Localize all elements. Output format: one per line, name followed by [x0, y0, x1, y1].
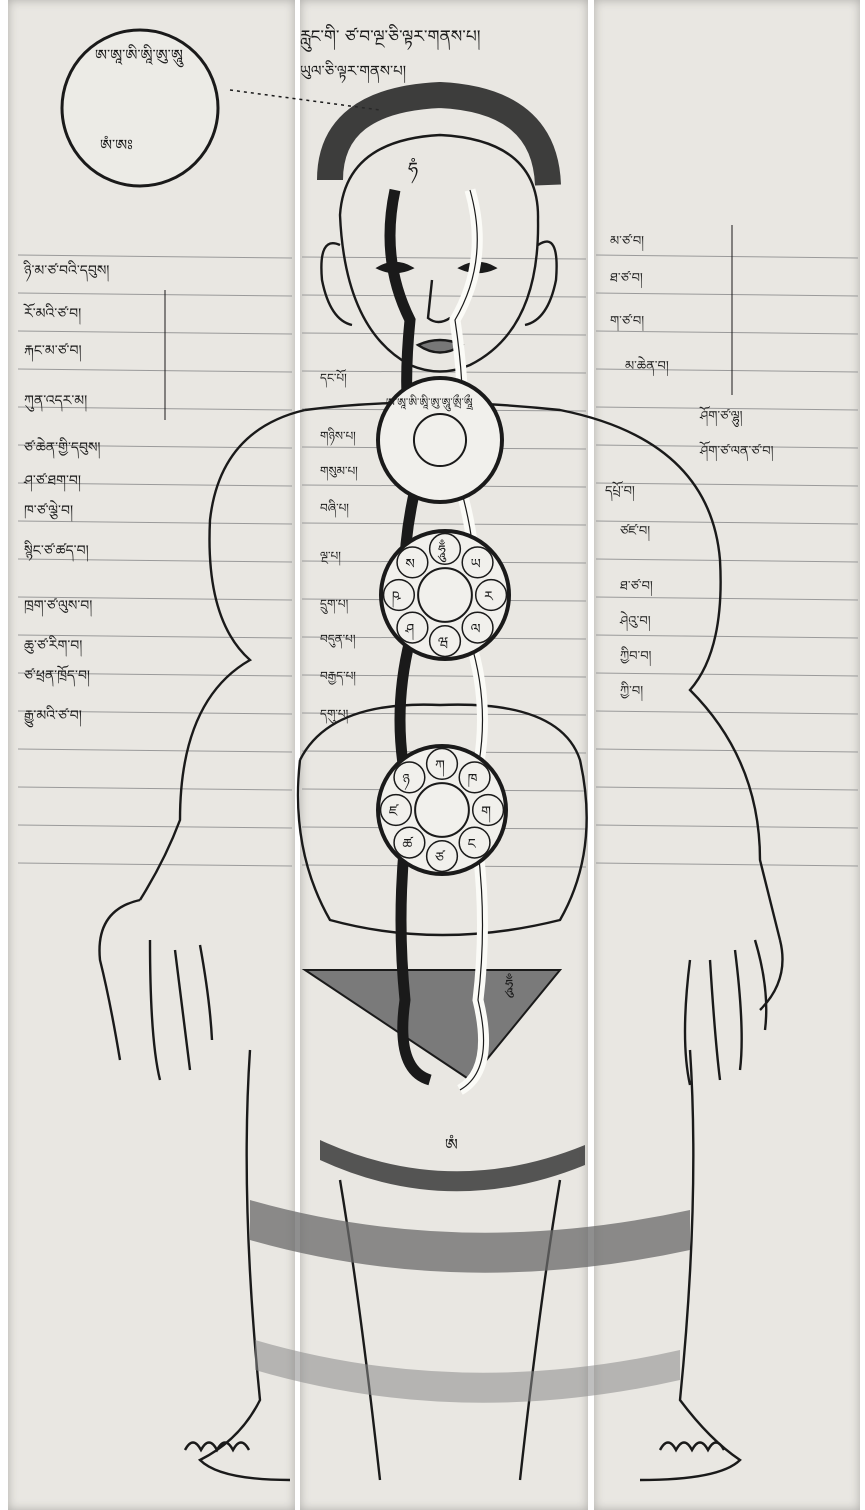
right-row-label: མ་ཙ་བ།	[610, 233, 644, 252]
chakra-wheels: ཨ་ཨཱ་ཨི་ཨཱི་ཨུ་ཨཱུ་ཨྲྀ་ཨཱྲྀཧཱུྃཡརལཝཤཥསཀཁ…	[378, 378, 509, 874]
left-row-label: ཁྲག་ཙ་ལུས་བ།	[24, 598, 92, 617]
left-row-label: རྒྱུ་མའི་ཙ་བ།	[24, 705, 82, 728]
right-row-label: ཀྱི་བ།	[620, 681, 643, 702]
right-row-label: མ་ཆེན་བ།	[625, 356, 669, 377]
center-marker-column: དང་པོ། གཉིས་པ། གསུམ་པ། བཞི་པ། ལྔ་པ། དྲུག་པ། བད…	[320, 369, 358, 724]
chakra-syllable: ས	[405, 556, 414, 572]
header-line-1: རླུང་གི་ ཙ་བ་ལྔ་ཅི་ལྟར་གནས་པ།	[300, 24, 481, 52]
left-row-label: ཆུ་ཙ་རིག་བ།	[24, 635, 82, 657]
center-marker: གཉིས་པ།	[320, 427, 356, 446]
right-row-label: ཤེའུ་བ།	[619, 611, 651, 632]
left-row-label: ཀུན་འདར་མ།	[24, 393, 87, 412]
right-row-label: ཐ་ཙ་བ།	[620, 578, 653, 597]
right-label-table: མ་ཙ་བ། ཐ་ཙ་བ། ག་ཙ་བ། མ་ཆེན་བ། ཤོག་ཙ་ལྷུ། ཤོག་…	[605, 225, 774, 702]
left-row-label: རོ་མའི་ཙ་བ།	[23, 302, 81, 325]
center-marker: དགུ་པ།	[320, 707, 349, 724]
chakra-syllable: ཚ	[402, 837, 413, 853]
shaded-washes	[250, 970, 690, 1403]
center-marker: གསུམ་པ།	[320, 464, 358, 481]
right-row-label: ཤོག་ཙ་ལན་ཙ་བ།	[699, 440, 774, 462]
center-marker: བཞི་པ།	[320, 499, 349, 518]
chakra-syllable: ཁ	[468, 771, 478, 787]
chakra-syllable: ར	[484, 589, 494, 605]
left-row-label: ཙ་ཕྲན་ཁྲོད་བ།	[24, 664, 90, 687]
center-marker: དྲུག་པ།	[320, 597, 349, 614]
left-row-label: ཤ་ཙ་ཐག་བ།	[23, 473, 81, 492]
right-row-label: ཀྱིབ་བ།	[620, 646, 652, 667]
center-marker: དང་པོ།	[320, 369, 347, 388]
left-row-label: སྙིང་ཙ་ཚད་བ།	[24, 540, 89, 562]
right-row-label: ཤོག་ཙ་ལྷུ།	[699, 405, 743, 427]
throat-chakra: ཨ་ཨཱ་ཨི་ཨཱི་ཨུ་ཨཱུ་ཨྲྀ་ཨཱྲྀ	[378, 378, 502, 502]
moon-text-inner: ཨཾ་ཨཿ	[100, 135, 133, 154]
center-marker: བརྒྱད་པ།	[320, 669, 356, 686]
right-row-label: དཔྲོ་བ།	[605, 480, 635, 502]
chakra-syllable: ཛ	[389, 804, 399, 820]
center-marker: བདུན་པ།	[320, 632, 356, 649]
chakra-syllable: ཝ	[438, 635, 448, 651]
right-row-label: ཐ་ཙ་བ།	[610, 270, 643, 289]
secret-syllable: ཨཾ	[445, 1134, 458, 1154]
left-row-label: རྐང་མ་ཙ་བ།	[24, 343, 82, 362]
header-line-2: ཡུལ་ཅི་ལྟར་གནས་པ།	[300, 60, 406, 84]
chakra-syllable: ཡ	[471, 556, 481, 572]
right-row-label: ཙཛ་བ།	[620, 523, 650, 542]
chakra-syllable: ལ	[471, 622, 481, 638]
crown-syllable: ཧཾ	[408, 157, 418, 184]
left-row-label: ཉི་མ་ཙ་བའི་དབུས།	[23, 260, 109, 282]
left-row-label: ཙ་ཆེན་གྱི་དབུས།	[24, 437, 101, 459]
moon-disc: ཨ་ཨཱ་ཨི་ཨཱི་ཨུ་ཨཱུ ཨཾ་ཨཿ	[62, 30, 218, 186]
left-label-table: ཉི་མ་ཙ་བའི་དབུས། རོ་མའི་ཙ་བ། རྐང་མ་ཙ་བ། ཀུན…	[23, 260, 165, 728]
left-row-label: ཁ་ཙ་ལྕེ་བ།	[24, 500, 73, 522]
center-marker: ལྔ་པ།	[320, 549, 341, 566]
chakra-syllable: ང	[468, 837, 477, 853]
right-row-label: ག་ཙ་བ།	[610, 313, 644, 332]
